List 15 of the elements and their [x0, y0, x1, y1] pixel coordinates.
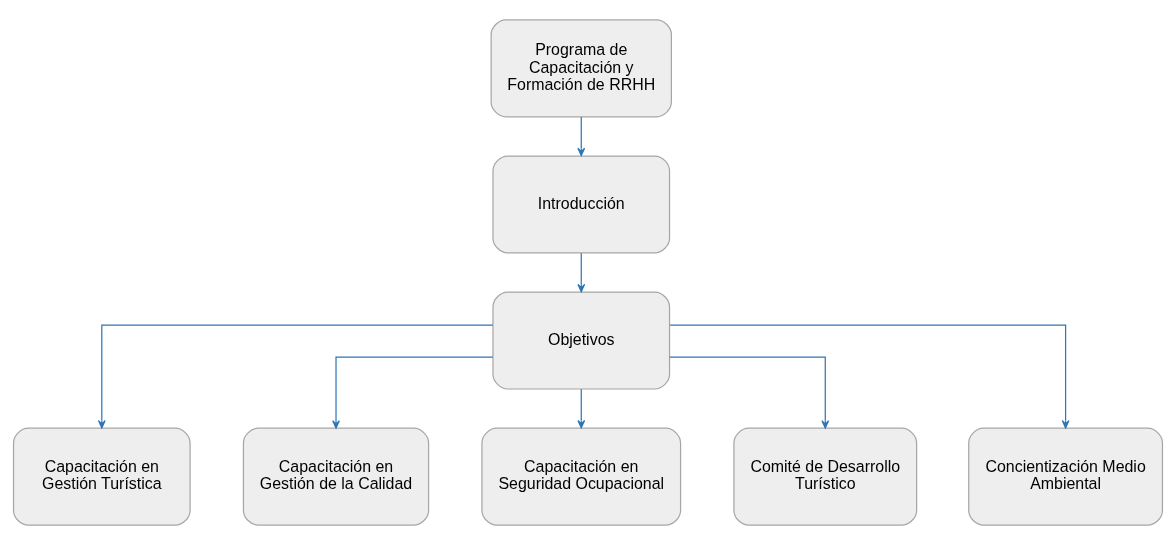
node-box: Capacitación en Seguridad Ocupacional [481, 427, 682, 526]
node-box: Comité de Desarrollo Turístico [733, 427, 918, 526]
node-box: Objetivos [492, 291, 671, 390]
arrow [97, 324, 494, 429]
arrow [669, 356, 830, 429]
arrow [332, 356, 494, 429]
arrow [577, 388, 586, 429]
node-box: Programa de Capacitación y Formación de RRHH [490, 19, 672, 118]
arrow [577, 116, 586, 157]
node-box: Capacitación en Gestión Turística [12, 427, 191, 526]
node-box: Capacitación en Gestión de la Calidad [242, 427, 430, 526]
node-box: Introducción [492, 155, 671, 254]
node-box: Concientización Medio Ambiental [968, 427, 1164, 526]
arrow [669, 324, 1070, 429]
arrow [577, 252, 586, 293]
